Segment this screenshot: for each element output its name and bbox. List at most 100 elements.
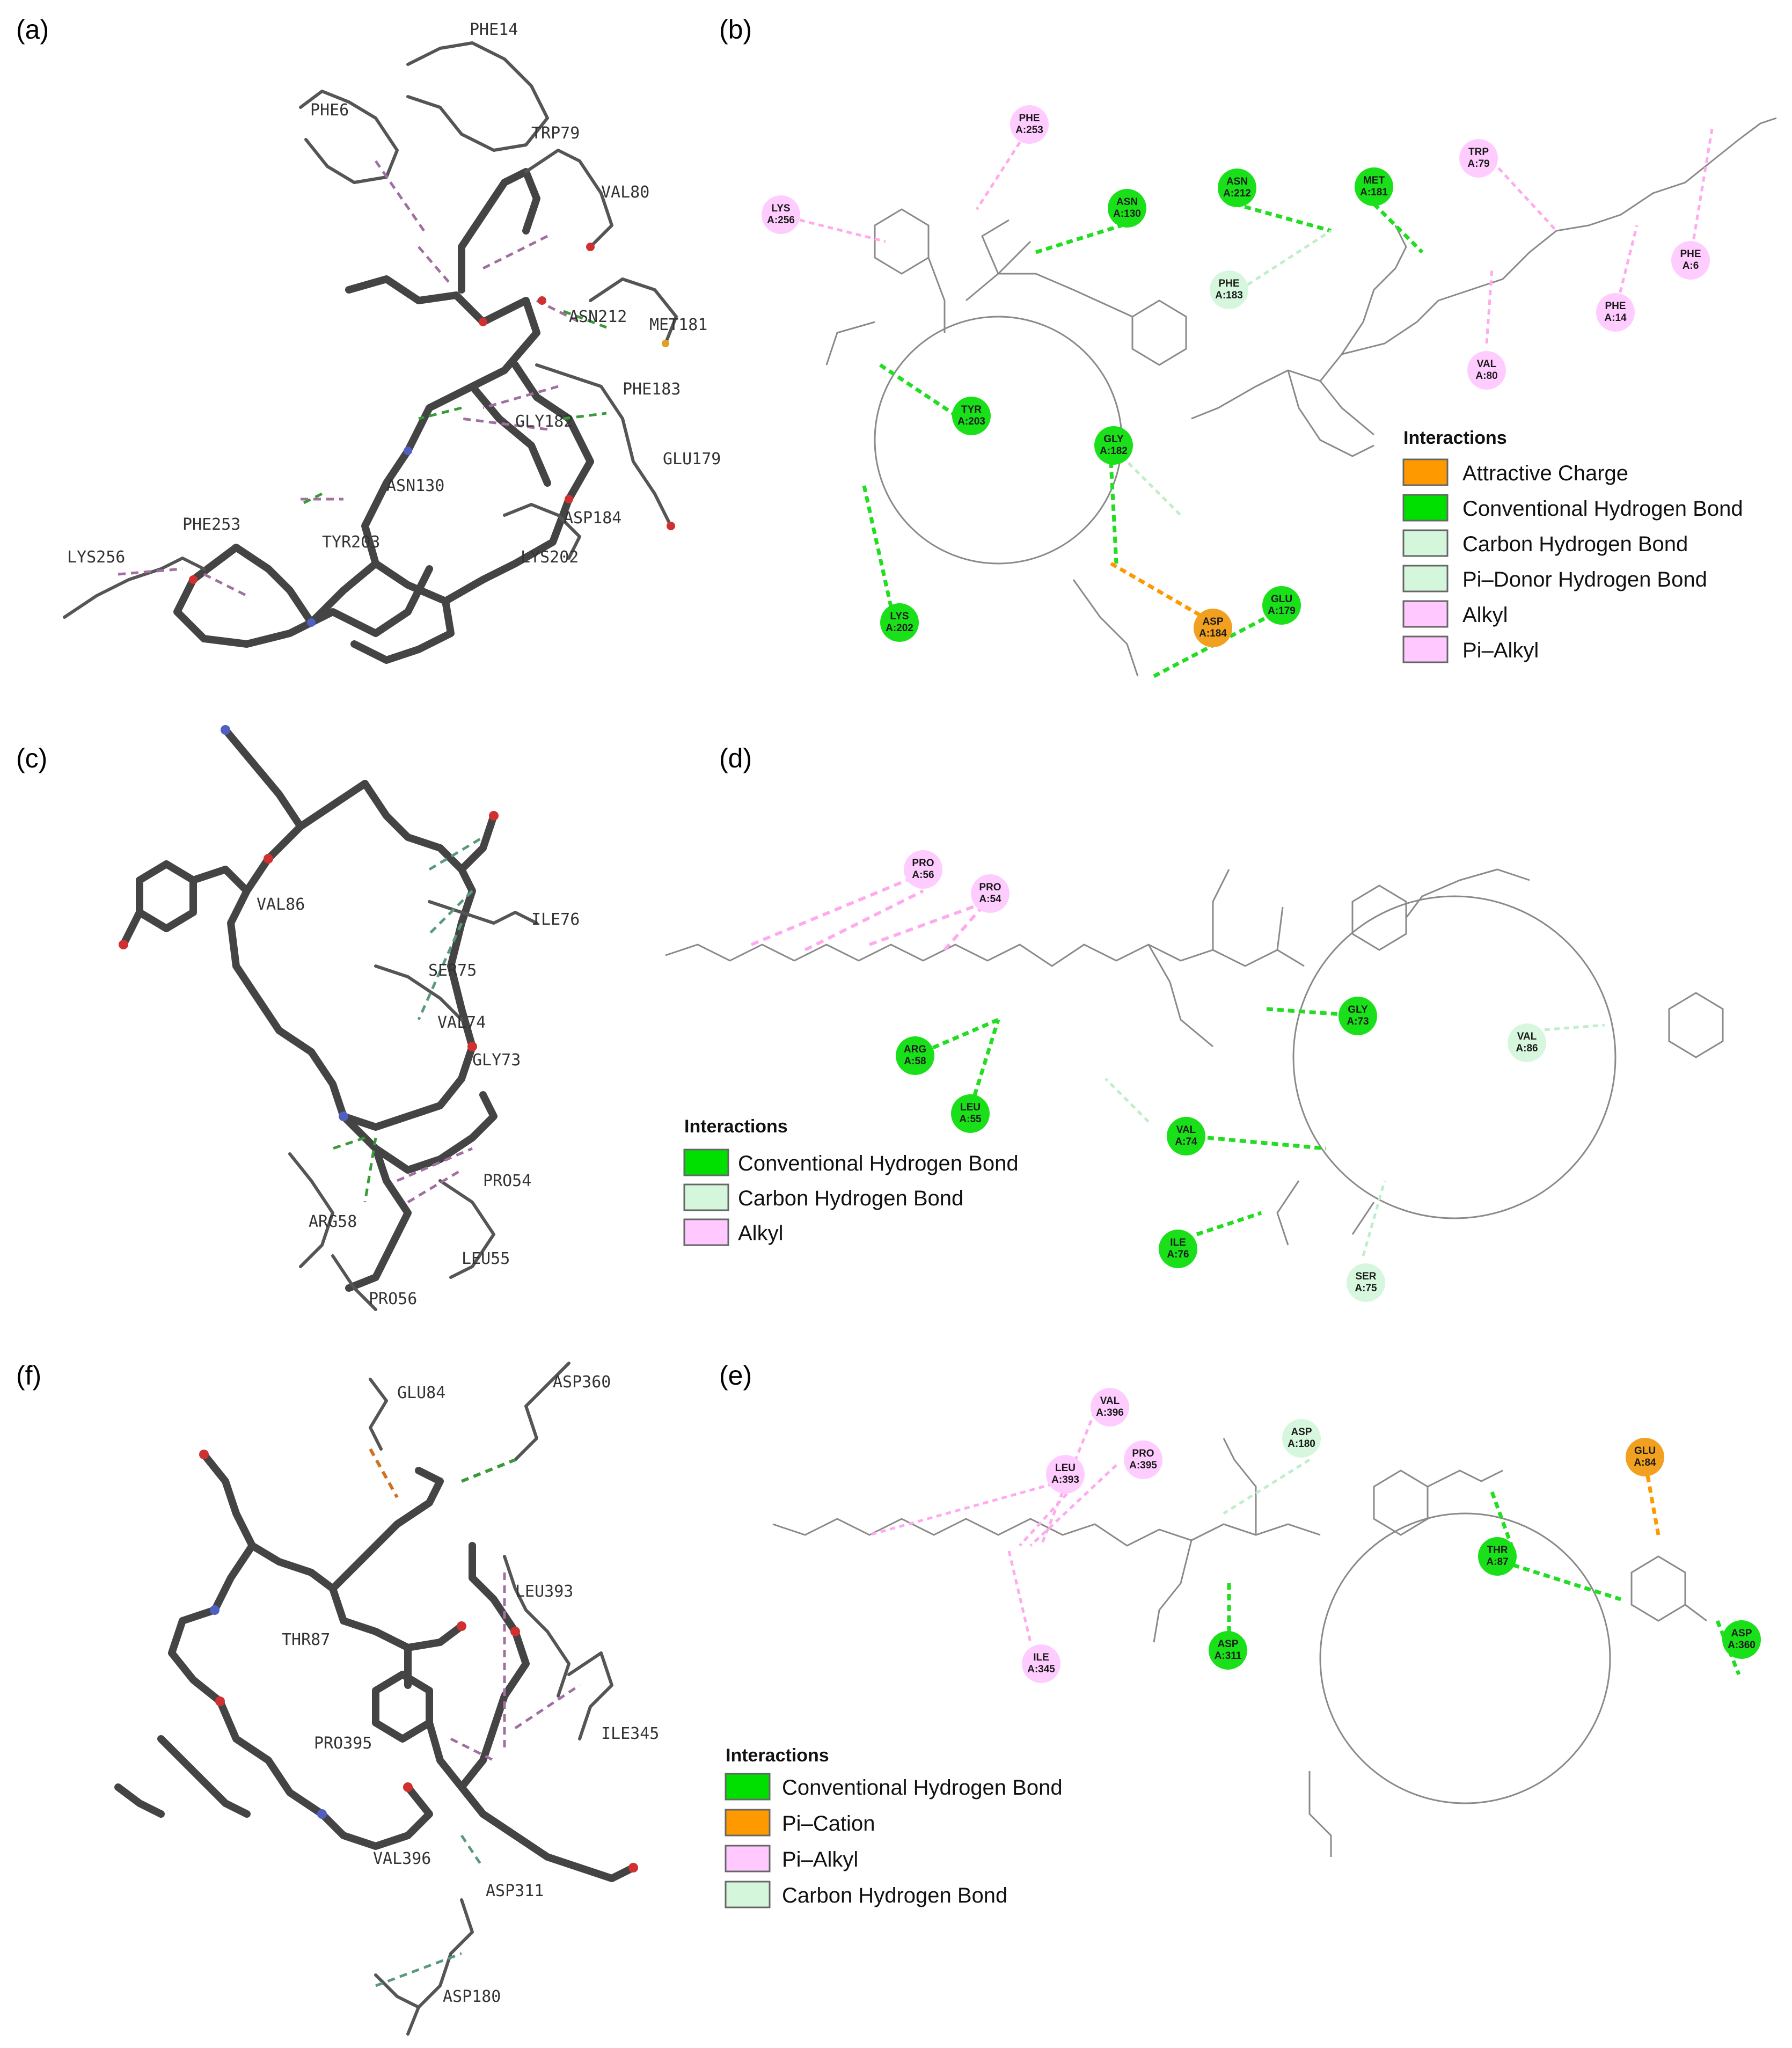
svg-text:GLY: GLY xyxy=(1103,434,1124,445)
res3d-asp184: ASP184 xyxy=(564,509,621,528)
res3d-phe6: PHE6 xyxy=(310,101,349,120)
res3d-pro395: PRO395 xyxy=(314,1734,372,1753)
panel-d-interaction-lines xyxy=(750,879,1605,1256)
panel-b-interaction-lines xyxy=(799,128,1714,678)
svg-text:ASP: ASP xyxy=(1217,1639,1238,1650)
svg-text:A:311: A:311 xyxy=(1215,1650,1242,1662)
legend-d-item-0: Conventional Hydrogen Bond xyxy=(683,1149,1019,1176)
svg-text:A:180: A:180 xyxy=(1288,1438,1315,1450)
svg-text:Conventional Hydrogen Bond: Conventional Hydrogen Bond xyxy=(1462,497,1743,521)
panel-f-3d-structure xyxy=(114,1362,638,2036)
res3d-ser75: SER75 xyxy=(428,961,477,980)
svg-text:A:79: A:79 xyxy=(1467,158,1489,170)
svg-text:A:182: A:182 xyxy=(1100,445,1128,457)
svg-text:A:203: A:203 xyxy=(957,416,985,427)
panel-b-molecule xyxy=(825,117,1777,677)
svg-text:GLY: GLY xyxy=(1348,1004,1368,1015)
legend-d-title: Interactions xyxy=(684,1116,788,1137)
svg-text:GLU: GLU xyxy=(1271,594,1292,605)
svg-text:A:74: A:74 xyxy=(1175,1136,1197,1147)
res3d-val74: VAL74 xyxy=(437,1013,486,1032)
panel-a-label: (a) xyxy=(16,14,49,45)
svg-text:PHE: PHE xyxy=(1680,248,1701,260)
svg-text:A:73: A:73 xyxy=(1347,1016,1369,1027)
res3d-met181: MET181 xyxy=(649,316,707,334)
svg-text:A:184: A:184 xyxy=(1199,628,1227,639)
panel-f-label: (f) xyxy=(16,1361,41,1391)
res3d-pro54: PRO54 xyxy=(483,1172,531,1190)
svg-text:Carbon Hydrogen Bond: Carbon Hydrogen Bond xyxy=(782,1884,1007,1907)
res3d-gly73: GLY73 xyxy=(472,1051,521,1070)
svg-text:LYS: LYS xyxy=(771,203,790,214)
res3d-gly182: GLY182 xyxy=(515,412,573,431)
svg-text:VAL: VAL xyxy=(1176,1124,1196,1136)
svg-text:ASN: ASN xyxy=(1116,196,1138,208)
panel-c-label: (c) xyxy=(16,743,47,773)
legend-b-item-3: Pi–Donor Hydrogen Bond xyxy=(1402,565,1707,593)
svg-text:A:84: A:84 xyxy=(1634,1457,1656,1468)
res3d-phe183: PHE183 xyxy=(623,380,681,399)
svg-text:VAL: VAL xyxy=(1517,1031,1537,1042)
svg-text:A:202: A:202 xyxy=(886,623,913,634)
legend-e-item-2: Pi–Alkyl xyxy=(725,1845,858,1873)
legend-b-item-2: Carbon Hydrogen Bond xyxy=(1402,529,1688,557)
svg-text:ASP: ASP xyxy=(1731,1628,1752,1639)
svg-text:ASN: ASN xyxy=(1226,176,1248,187)
res3d-trp79: TRP79 xyxy=(531,124,580,143)
svg-text:ILE: ILE xyxy=(1170,1237,1186,1248)
res3d-pro56: PRO56 xyxy=(369,1290,417,1308)
res3d-tyr203: TYR203 xyxy=(322,533,380,552)
legend-e-item-1: Pi–Cation xyxy=(725,1809,875,1837)
svg-text:A:393: A:393 xyxy=(1051,1474,1079,1486)
svg-text:LEU: LEU xyxy=(1055,1462,1076,1474)
svg-text:THR: THR xyxy=(1487,1545,1508,1556)
panel-e-legend: Interactions Conventional Hydrogen Bond … xyxy=(725,1745,1063,1908)
svg-text:ILE: ILE xyxy=(1033,1652,1049,1663)
panel-a-3d-structure xyxy=(63,41,678,664)
svg-text:A:179: A:179 xyxy=(1268,605,1296,617)
res3d-leu393: LEU393 xyxy=(515,1582,573,1601)
svg-text:Pi–Alkyl: Pi–Alkyl xyxy=(782,1848,858,1871)
svg-text:PHE: PHE xyxy=(1218,278,1239,289)
svg-text:A:56: A:56 xyxy=(912,869,934,881)
svg-text:A:212: A:212 xyxy=(1223,188,1251,199)
panel-d-label: (d) xyxy=(719,743,752,773)
svg-text:Alkyl: Alkyl xyxy=(1462,603,1508,627)
svg-text:A:75: A:75 xyxy=(1355,1283,1377,1294)
svg-text:A:6: A:6 xyxy=(1683,260,1699,272)
svg-text:A:80: A:80 xyxy=(1475,370,1497,382)
svg-text:GLU: GLU xyxy=(1634,1445,1656,1457)
svg-text:Conventional Hydrogen Bond: Conventional Hydrogen Bond xyxy=(782,1776,1063,1800)
svg-text:MET: MET xyxy=(1363,175,1385,186)
res3d-asp180: ASP180 xyxy=(443,1987,501,2006)
panel-c-residue-labels: VAL86 ILE76 SER75 VAL74 GLY73 PRO54 ARG5… xyxy=(257,895,580,1308)
panel-a-residue-labels: PHE14 PHE6 TRP79 VAL80 ASN212 MET181 PHE… xyxy=(67,20,721,567)
svg-text:A:54: A:54 xyxy=(979,894,1001,905)
res3d-leu55: LEU55 xyxy=(462,1249,510,1268)
res3d-phe14: PHE14 xyxy=(470,20,518,39)
res3d-ile76: ILE76 xyxy=(531,910,580,929)
svg-text:A:360: A:360 xyxy=(1728,1640,1756,1651)
svg-text:A:345: A:345 xyxy=(1027,1664,1055,1675)
svg-text:Pi–Donor Hydrogen Bond: Pi–Donor Hydrogen Bond xyxy=(1462,568,1707,591)
svg-text:SER: SER xyxy=(1355,1271,1376,1282)
svg-text:Carbon Hydrogen Bond: Carbon Hydrogen Bond xyxy=(738,1187,963,1210)
